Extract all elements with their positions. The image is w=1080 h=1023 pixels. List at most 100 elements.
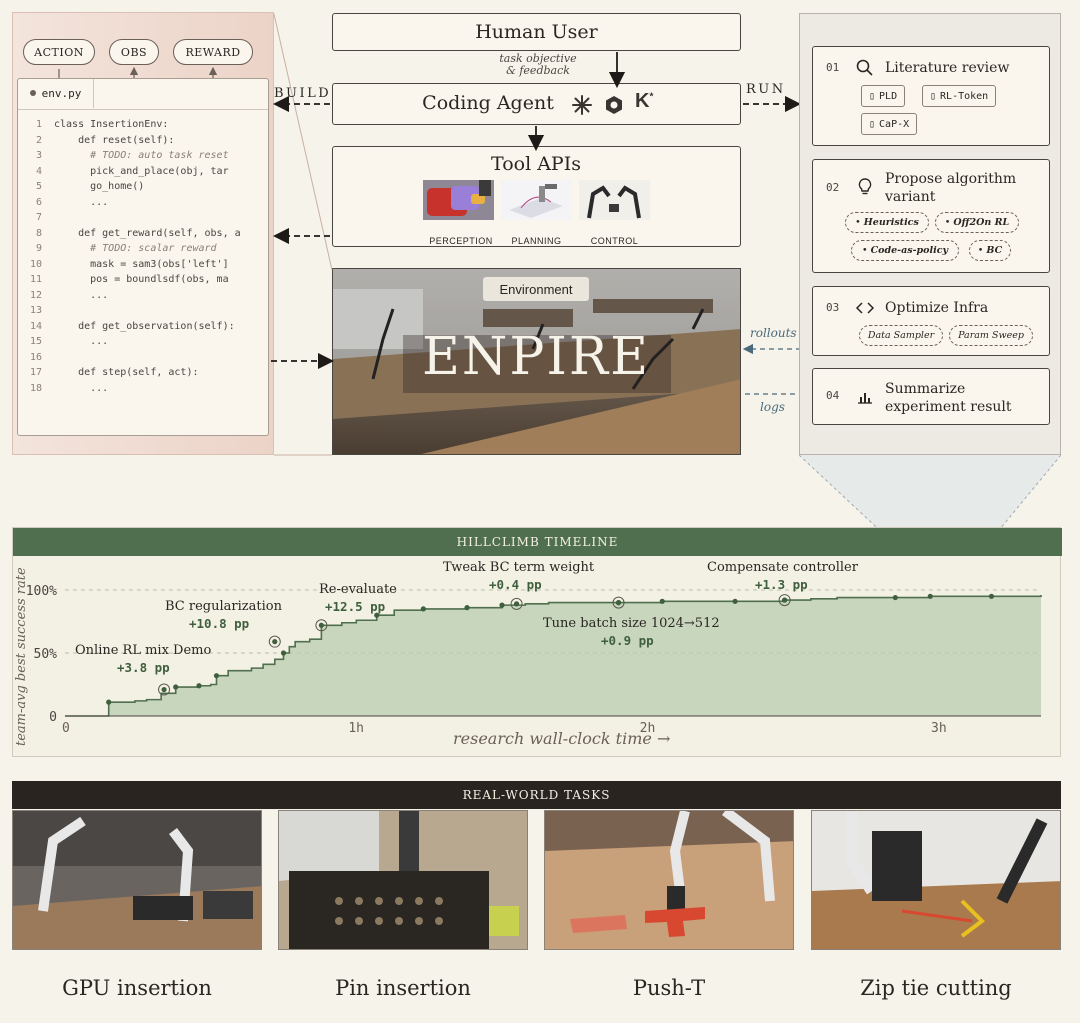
code-line: 14 def get_observation(self): [18,319,268,335]
step-dot [499,602,505,608]
step-title: Literature review [885,60,1010,76]
feedback-line-2: & feedback [506,64,570,77]
title-line-1: Propose algorithm [885,171,1017,187]
code-line: 16 [18,350,268,366]
step-propose-variant: 02 Propose algorithm variant • Heuristic… [812,159,1050,273]
annotation-dot [615,600,622,606]
annotation-label: Tweak BC term weight [443,560,595,575]
step-dot [374,612,380,618]
step-number: 04 [826,389,840,402]
editor-filename: env.py [41,86,82,100]
title-line-2: variant [885,189,936,205]
code-line: 8 def get_reward(self, obs, a [18,226,268,242]
file-dot-icon [29,90,36,96]
line-code: def get_reward(self, obs, a [54,227,241,239]
line-code: # TODO: auto task reset [54,150,229,161]
code-line: 1 class InsertionEnv: [18,117,268,133]
feedback-line-1: task objective [499,52,577,65]
line-number: 1 [35,119,42,130]
tool-apis-box: Tool APIs PERCEPTION PLANNING CONTROL [332,146,741,247]
task-label-push-t: Push-T [632,976,706,1000]
step-literature-review: 01 Literature review ▯PLD ▯RL-Token ▯CaP… [812,46,1050,146]
annotation-delta: +3.8 pp [117,660,170,675]
chip-rl-token: ▯RL-Token [922,85,997,107]
line-number: 14 [29,320,42,332]
step-dot [173,684,179,690]
step-title: Propose algorithm variant [885,170,1016,206]
success-area [65,595,1041,716]
task-label-gpu-insertion: GPU insertion [62,976,212,1000]
code-line: 10 mask = sam3(obs['left'] [18,257,268,273]
chip-bc: • BC [969,240,1011,261]
line-number: 10 [29,258,42,270]
run-label: RUN [746,82,786,97]
line-code: ... [54,336,109,347]
code-line: 9 # TODO: scalar reward [18,241,268,257]
step-dot [196,683,202,689]
code-line: 4 pick_and_place(obj, tar [18,164,268,180]
step-dot [213,673,220,679]
planning-label: PLANNING [511,236,562,246]
code-line: 17 def step(self, act): [18,365,268,381]
line-number: 18 [29,382,42,394]
step-dot [420,606,426,612]
annotation-ring [268,635,281,648]
line-number: 12 [29,289,42,301]
step-optimize-infra: 03 Optimize Infra Data Sampler Param Swe… [812,286,1050,356]
code-line: 18 ... [18,381,268,397]
step-dot [927,593,933,599]
line-code: class InsertionEnv: [54,119,169,130]
task-photo-push-t [544,810,794,950]
step-title: Optimize Infra [885,300,989,316]
code-line: 7 [18,210,268,226]
gpu-insertion-photo [13,811,261,949]
zip-tie-cutting-photo [812,811,1060,949]
human-user-box: Human User [332,13,741,51]
line-number: 13 [29,305,42,316]
code-line: 6 ... [18,195,268,211]
step-dot [659,598,665,604]
editor-tab[interactable]: env.py [18,79,94,109]
line-code: pick_and_place(obj, tar [54,165,229,177]
task-photo-gpu-insertion [12,810,262,950]
annotation-ring [778,594,791,607]
research-loop-panel: 01 Literature review ▯PLD ▯RL-Token ▯CaP… [799,13,1061,455]
step-dot [892,594,898,601]
annotation-dot [318,622,324,628]
coding-agent-box: Coding Agent K* [332,83,741,125]
code-editor: env.py 1 class InsertionEnv: 2 def reset(s… [17,78,269,436]
line-code: ... [54,289,109,301]
annotation-label: Re-evaluate [319,582,397,597]
annotation-ring [315,619,328,632]
pin-insertion-photo [279,811,527,949]
step-dot [732,598,738,604]
annotation-label: Compensate controller [707,560,859,575]
annotation-ring [612,596,625,609]
control-thumbnail [579,180,650,220]
line-number: 11 [29,274,42,285]
annotation-dot [782,597,788,603]
line-code: # TODO: scalar reward [54,243,217,254]
enpire-band [403,335,671,393]
annotation-dot [513,601,520,607]
y-tick-label: 0 [49,710,57,725]
doc-icon: ▯ [869,90,876,102]
annotation-label: Online RL mix Demo [75,643,211,658]
line-number: 3 [35,150,42,161]
line-code: mask = sam3(obs['left'] [54,258,229,270]
line-code: def reset(self): [54,134,175,146]
environment-tag: Environment [483,277,589,301]
line-code: def get_observation(self): [54,320,235,332]
title-line-2: experiment result [885,399,1012,415]
line-number: 17 [29,367,42,378]
line-number: 2 [35,134,42,146]
line-code: pos = boundlsdf(obs, ma [54,274,229,285]
line-number: 7 [35,212,42,223]
lightbulb-icon [858,178,872,195]
annotation-dot [272,639,278,645]
annotation-delta: +0.4 pp [489,577,542,592]
step-dot [280,650,287,656]
action-pill: ACTION [23,39,95,65]
line-number: 8 [35,227,42,239]
